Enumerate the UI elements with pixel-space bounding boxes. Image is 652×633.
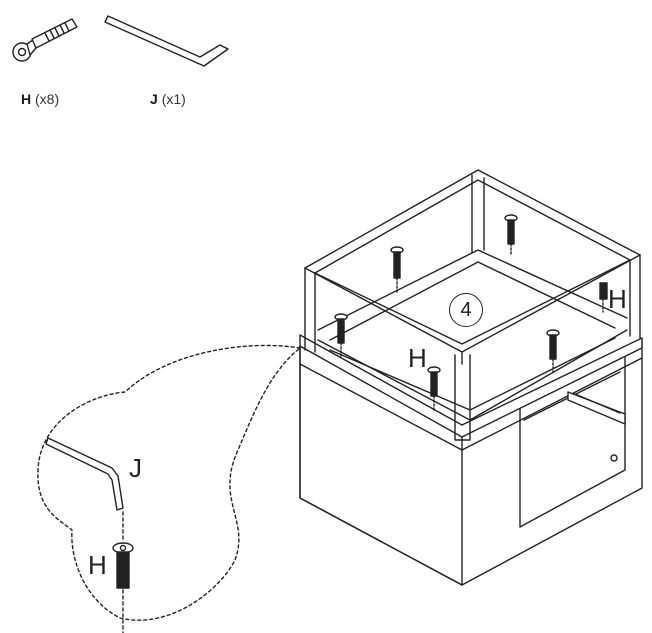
bolt-front	[427, 366, 441, 411]
part-h-letter: H	[21, 91, 32, 107]
bolt-back-right	[504, 214, 518, 257]
top-frame	[304, 169, 641, 441]
bolt-h-parts-icon	[12, 18, 78, 62]
lower-cabinet	[299, 341, 643, 586]
callout-h-front: H	[408, 343, 427, 373]
bolt-back-left	[390, 246, 404, 293]
part-j-label: J (x1)	[150, 91, 186, 107]
callout-h-detail: H	[88, 550, 107, 580]
frame-base-platform	[299, 334, 643, 438]
bolt-right-front	[546, 329, 560, 373]
part-h-label: H (x8)	[21, 91, 59, 107]
callout-j-detail: J	[129, 453, 142, 483]
allen-key-j-parts-icon	[104, 15, 229, 67]
part-j-letter: J	[150, 91, 158, 107]
bolt-right	[599, 282, 608, 313]
part-j-quantity: (x1)	[161, 91, 186, 107]
step-number-badge: 4	[449, 293, 483, 327]
part-h-quantity: (x8)	[35, 91, 60, 107]
callout-h-right: H	[608, 284, 627, 314]
frame-bolts	[334, 214, 608, 411]
bolt-left	[334, 313, 348, 357]
bolt-h-detail-icon	[112, 511, 134, 633]
allen-key-j-detail-icon	[45, 437, 124, 511]
detail-callout-outline	[37, 344, 301, 621]
